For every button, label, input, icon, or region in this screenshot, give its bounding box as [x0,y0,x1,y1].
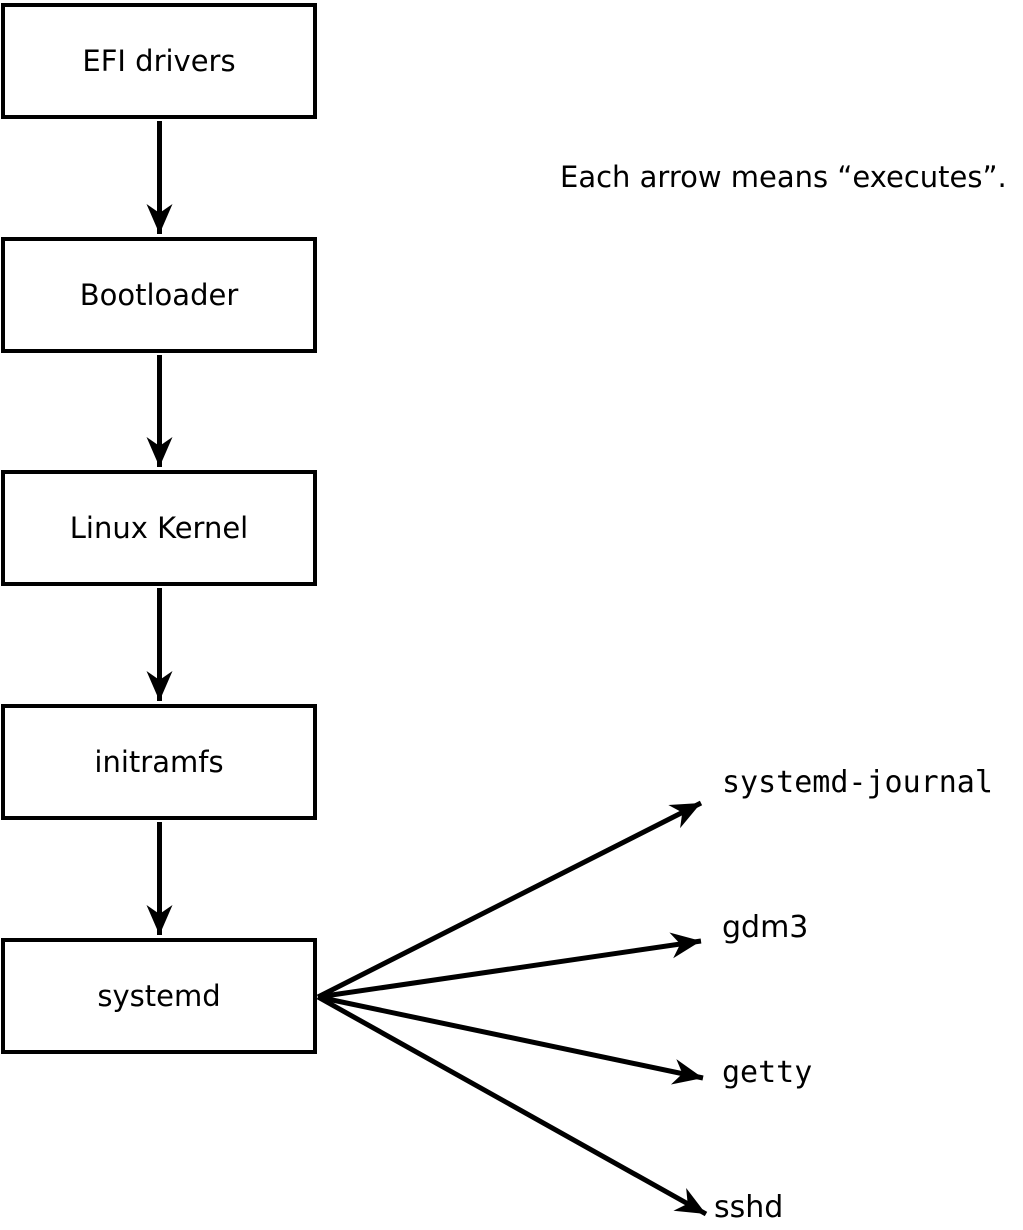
node-label: EFI drivers [82,44,236,78]
service-label-sshd: sshd [714,1190,784,1225]
node-label: initramfs [94,745,224,779]
node-label: systemd [97,979,221,1013]
arrow-systemd-to-systemd-journal [316,800,703,1000]
service-label-gdm3: gdm3 [722,910,809,945]
arrow-systemd-to-sshd [316,994,708,1217]
arrow-systemd-to-gdm3 [317,932,702,1000]
service-label-getty: getty [722,1055,813,1090]
node-initramfs: initramfs [1,704,317,820]
node-bootloader: Bootloader [1,237,317,353]
node-systemd: systemd [1,938,317,1054]
arrow-meaning-caption: Each arrow means “executes”. [560,160,1007,194]
node-linux-kernel: Linux Kernel [1,470,317,586]
node-label: Linux Kernel [69,511,249,545]
node-efi-drivers: EFI drivers [1,3,317,119]
service-label-systemd-journal: systemd-journal [722,765,993,800]
arrow-systemd-to-getty [317,994,704,1085]
node-label: Bootloader [79,278,239,312]
